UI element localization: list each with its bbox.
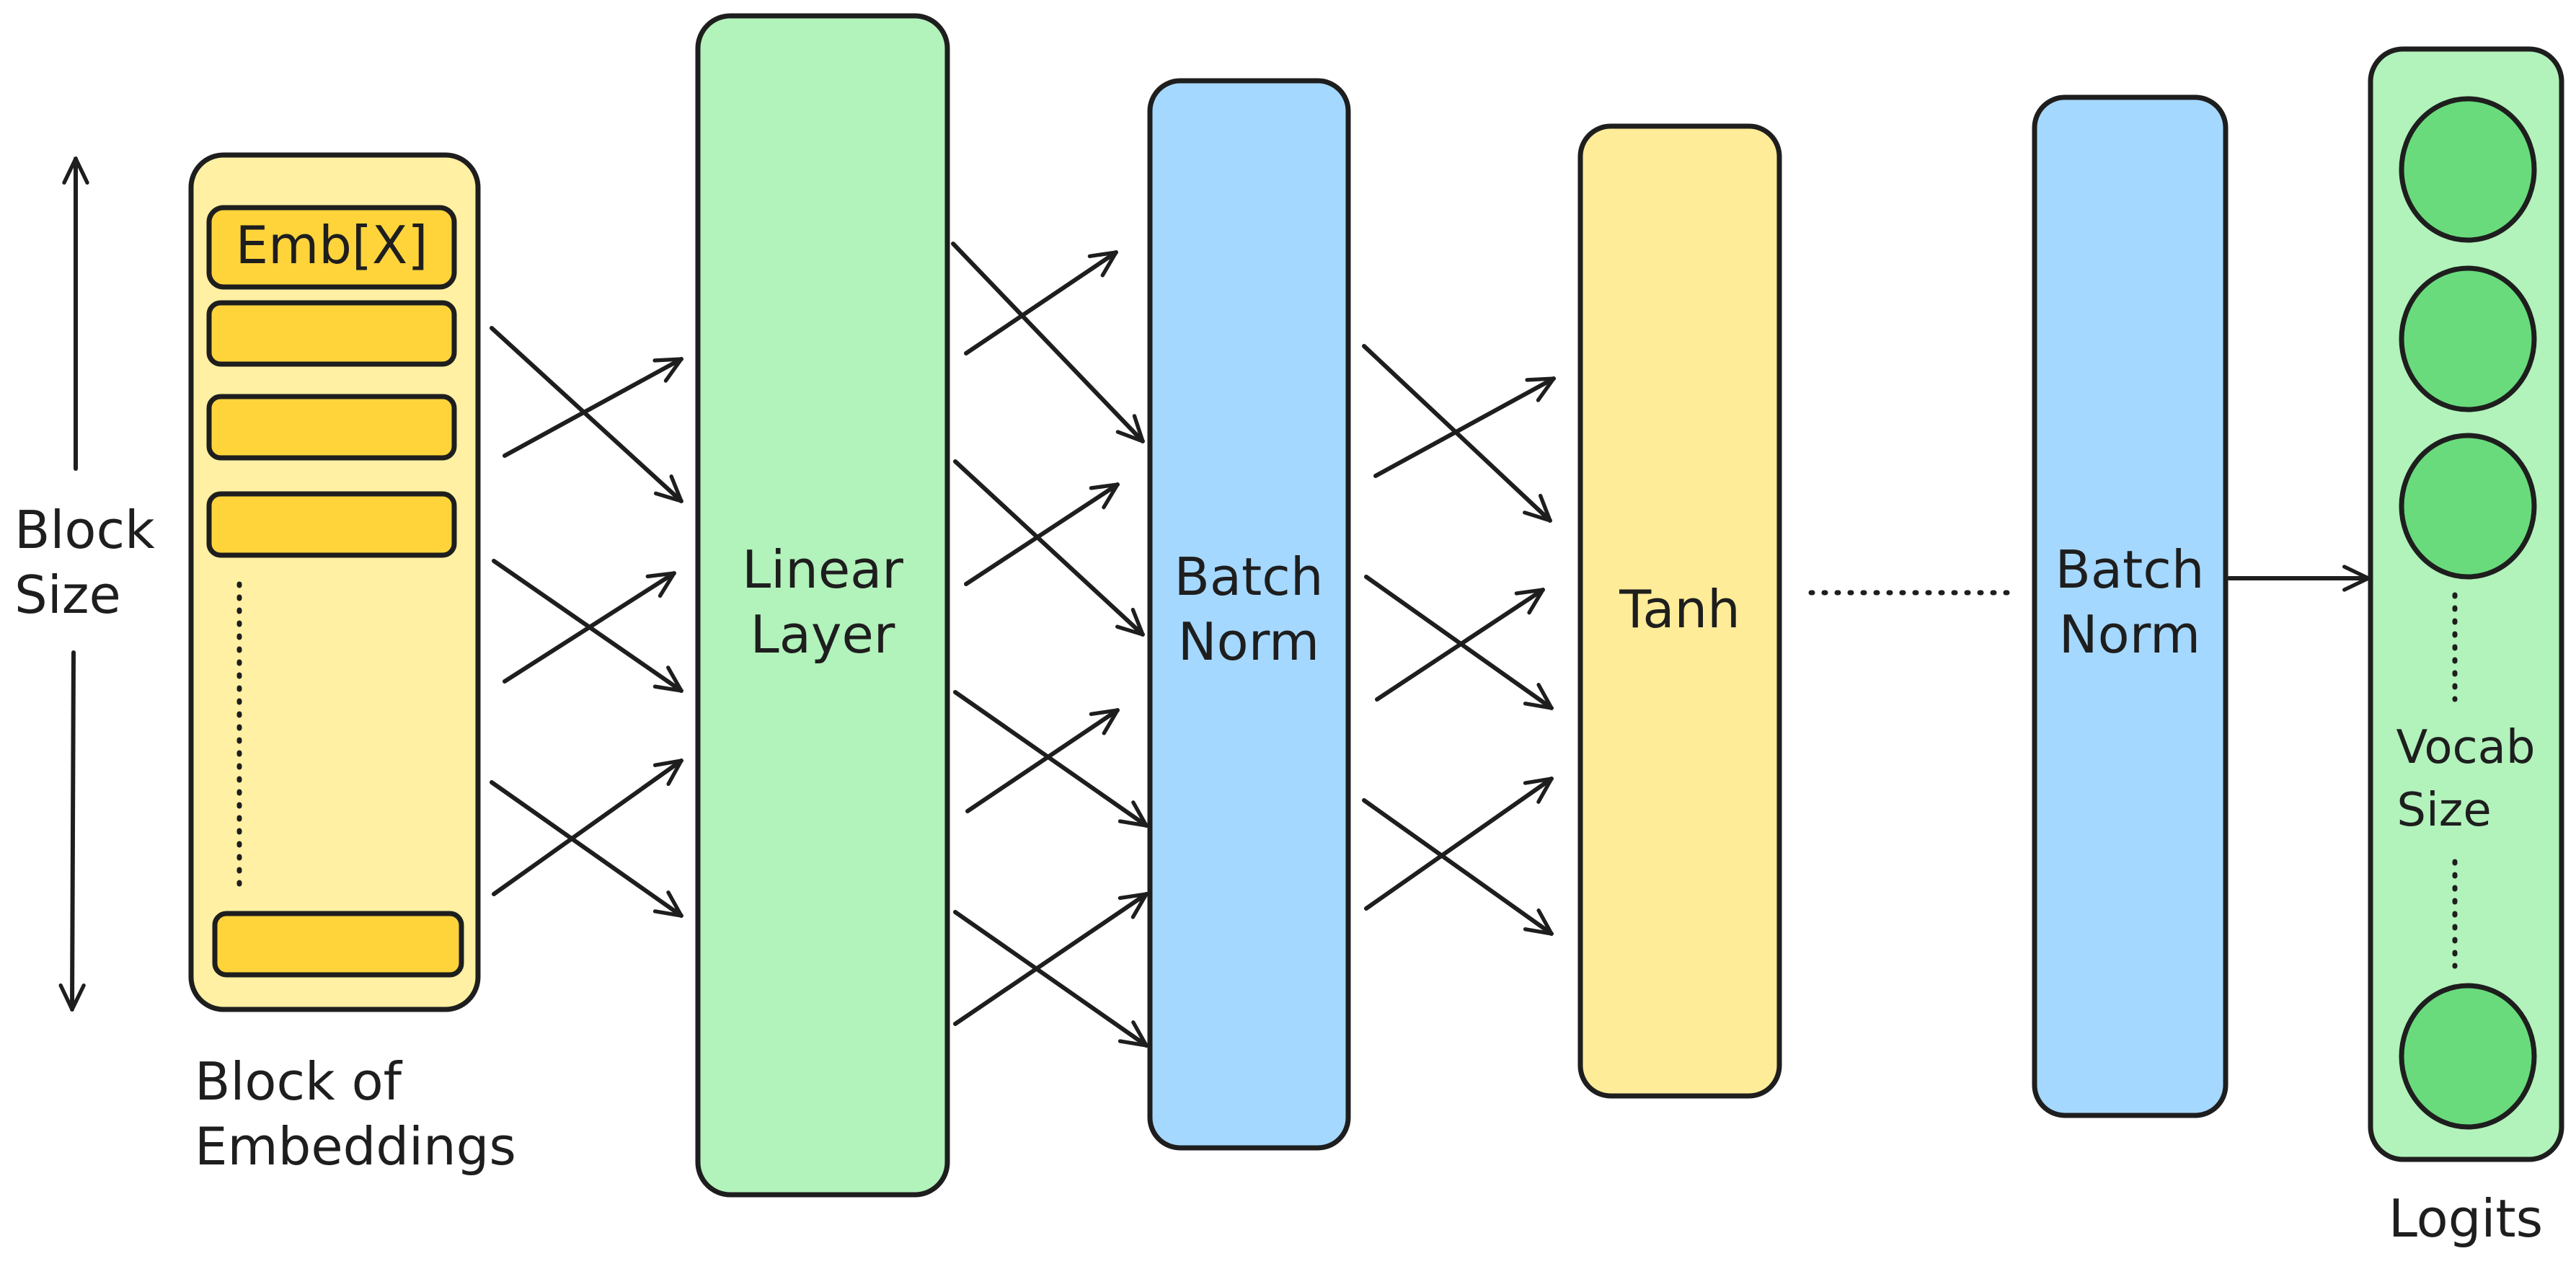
- batch-norm-block-1: [1147, 78, 1351, 1151]
- linear-layer-block: [695, 13, 950, 1198]
- batch-norm-2-label-line1: Batch: [2055, 539, 2205, 600]
- batch-norm-2-label-line2: Norm: [2059, 604, 2200, 665]
- vocab-size-label-line2: Size: [2396, 784, 2491, 837]
- block-size-arrow: [58, 156, 89, 1012]
- embeddings-caption-line2: Embeddings: [195, 1116, 516, 1177]
- embedding-row: [206, 205, 457, 290]
- batch-norm-block-2: [2032, 94, 2228, 1118]
- logit-node: [2399, 96, 2537, 243]
- logit-node: [2399, 983, 2537, 1130]
- embeddings-caption-line1: Block of: [195, 1051, 403, 1112]
- tanh-block: [1577, 123, 1782, 1099]
- logit-node: [2399, 265, 2537, 412]
- connection-arrows: [951, 242, 1148, 1048]
- embedding-row: [206, 491, 457, 558]
- connection-arrows: [1362, 344, 1556, 936]
- logits-caption: Logits: [2389, 1188, 2543, 1249]
- batch-norm-1-label-line2: Norm: [1178, 611, 1319, 672]
- embeddings-block: [188, 152, 481, 1012]
- tanh-label: Tanh: [1619, 579, 1740, 640]
- linear-layer-label-line1: Linear: [742, 539, 903, 600]
- block-size-label-line2: Size: [14, 565, 121, 625]
- embedding-row: [212, 911, 464, 978]
- emb-row-label: Emb[X]: [236, 215, 428, 275]
- embedding-row: [206, 394, 457, 461]
- logit-node: [2399, 433, 2537, 580]
- vocab-size-label-line1: Vocab: [2396, 721, 2536, 774]
- connection-arrows: [490, 326, 683, 918]
- linear-layer-label-line2: Layer: [751, 604, 895, 665]
- batch-norm-1-label-line1: Batch: [1174, 547, 1324, 607]
- block-size-label-line1: Block: [14, 500, 155, 560]
- embedding-row: [206, 300, 457, 367]
